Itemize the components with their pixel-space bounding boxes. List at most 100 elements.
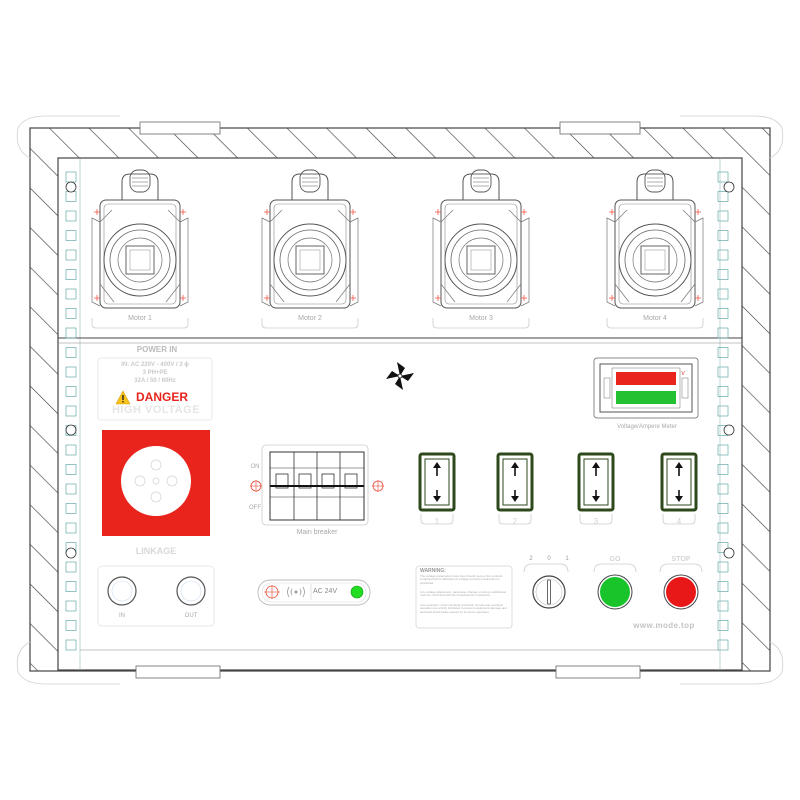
selector-pos-1: 1 — [565, 556, 569, 562]
mounting-screw — [723, 547, 735, 559]
rail-hole — [717, 561, 729, 573]
rail-hole — [65, 503, 77, 514]
mounting-screw — [723, 424, 735, 436]
selector-pos-0: 0 — [547, 556, 551, 562]
go-label: GO — [609, 556, 621, 563]
rail-hole — [717, 327, 729, 339]
breaker-label: Main breaker — [296, 529, 338, 536]
rail-hole — [65, 600, 77, 612]
power-in-socket — [102, 430, 210, 536]
rail-hole — [65, 230, 77, 241]
rail-hole — [717, 600, 729, 612]
linkage-out-port — [176, 576, 206, 606]
switch-1-number: 1 — [434, 517, 440, 526]
warning-para-2: Any voltage adjustment, parameter change… — [420, 590, 507, 598]
mounting-screw — [65, 547, 77, 559]
danger-label: DANGER — [136, 390, 189, 404]
rail-hole — [65, 405, 77, 417]
mounting-screw — [65, 424, 77, 436]
linkage-title: LINKAGE — [135, 546, 177, 556]
mounting-screw — [723, 181, 735, 193]
meter-unit: V — [681, 371, 685, 377]
linkage-panel — [97, 565, 215, 627]
rail-hole — [717, 366, 729, 378]
rail-hole — [65, 366, 77, 378]
rail-hole — [717, 386, 729, 397]
rail-hole — [65, 620, 77, 631]
high-voltage-label: HIGH VOLTAGE — [111, 404, 201, 416]
rail-hole — [717, 288, 729, 300]
stop-label: STOP — [671, 556, 691, 563]
warning-title: WARNING: — [420, 568, 446, 574]
voltage-ampere-meter — [593, 357, 699, 419]
ac-indicator-module — [257, 579, 371, 606]
rail-hole — [717, 620, 729, 631]
rail-hole — [717, 308, 729, 319]
rail-hole — [717, 542, 729, 553]
rail-hole — [717, 581, 729, 592]
stop-button[interactable] — [659, 563, 703, 610]
rail-hole — [65, 269, 77, 280]
selector-switch[interactable] — [523, 563, 569, 609]
power-in-spec-2: 3 PH+PE — [142, 370, 168, 376]
motor-2-label: Motor 2 — [298, 315, 322, 322]
rail-hole — [717, 639, 729, 651]
rail-hole — [717, 210, 729, 222]
rail-hole — [65, 561, 77, 573]
switch-3-number: 3 — [593, 517, 599, 526]
warning-triangle-icon — [115, 390, 131, 405]
switch-2-number: 2 — [512, 517, 518, 526]
rail-hole — [65, 522, 77, 534]
rail-hole — [65, 464, 77, 475]
rail-hole — [717, 444, 729, 456]
rail-hole — [65, 483, 77, 495]
rail-hole — [65, 639, 77, 651]
power-in-title: POWER IN — [136, 345, 178, 354]
rail-hole — [65, 327, 77, 339]
motor-3-label: Motor 3 — [469, 315, 493, 322]
warning-para-3: Line operation, short-circuiting protect… — [420, 603, 507, 614]
linkage-out-label: OUT — [184, 613, 198, 619]
rail-hole — [717, 191, 729, 202]
power-in-spec-1: IN: AC 220V - 400V / 3 ɸ — [121, 362, 189, 368]
rail-hole — [717, 230, 729, 241]
meter-voltage-bar — [616, 372, 676, 385]
rail-hole — [717, 483, 729, 495]
rail-hole — [65, 308, 77, 319]
rail-hole — [65, 288, 77, 300]
warning-para-1: The voltage parameters have been fixedly… — [420, 574, 504, 585]
breaker-on-label: ON — [250, 464, 260, 470]
rail-hole — [717, 522, 729, 534]
rail-hole — [717, 269, 729, 280]
wifi-signal-icon — [287, 586, 305, 598]
rail-hole — [65, 581, 77, 592]
motor-4-label: Motor 4 — [643, 315, 667, 322]
breaker-off-label: OFF — [249, 505, 261, 511]
main-breaker[interactable] — [250, 444, 384, 526]
selector-pos-2: 2 — [529, 556, 533, 562]
ac-indicator-lamp — [350, 585, 364, 599]
rail-hole — [717, 347, 729, 358]
rail-hole — [65, 386, 77, 397]
ac-indicator-label: AC 24V — [313, 588, 338, 595]
linkage-in-label: IN — [119, 613, 125, 619]
rail-hole — [717, 464, 729, 475]
pinwheel-logo-icon — [386, 362, 414, 390]
motor-1-label: Motor 1 — [128, 315, 152, 322]
meter-label: Voltage/Ampere Meter — [617, 424, 677, 430]
website-label: www.mode.top — [633, 621, 695, 630]
rail-hole — [65, 249, 77, 261]
go-button[interactable] — [593, 563, 637, 610]
rail-hole — [717, 171, 729, 183]
warning-plate — [415, 565, 513, 629]
rail-hole — [65, 444, 77, 456]
linkage-in-port — [107, 576, 137, 606]
meter-ampere-bar — [616, 391, 676, 404]
rail-hole — [717, 503, 729, 514]
switch-4-number: 4 — [676, 517, 682, 526]
power-in-spec-3: 32A / 50 / 60Hz — [134, 378, 176, 384]
rail-holes — [65, 171, 735, 651]
rail-hole — [717, 405, 729, 417]
power-in-plate — [97, 357, 213, 421]
